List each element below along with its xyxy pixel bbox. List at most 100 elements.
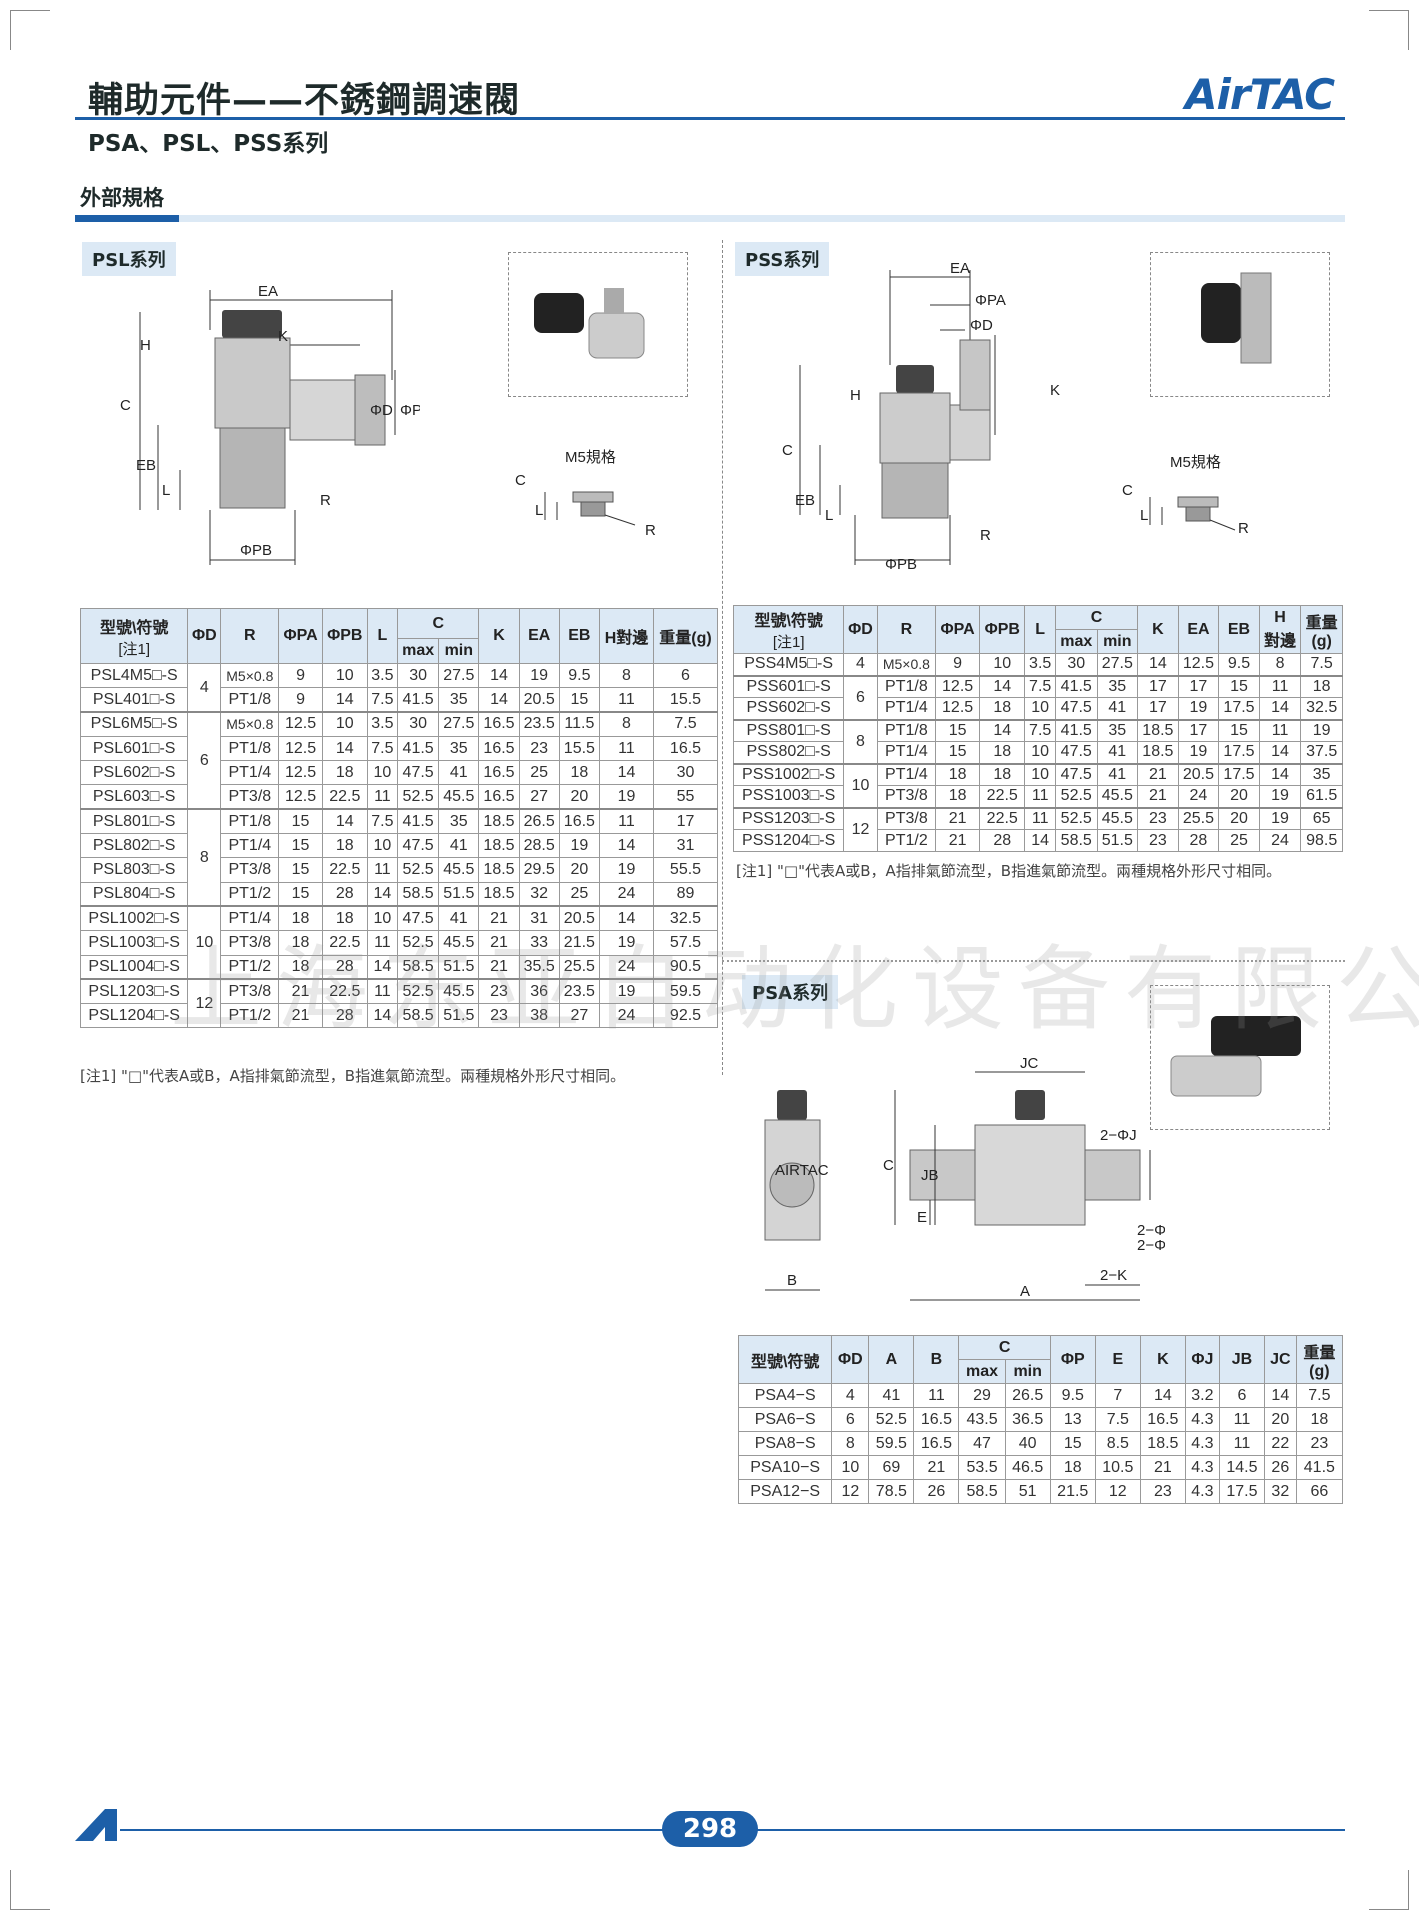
cell-value: 12 — [831, 1479, 870, 1504]
cell-value: 36.5 — [1004, 1407, 1051, 1432]
m5-r: R — [1238, 520, 1249, 537]
cell-value: 14 — [979, 674, 1026, 698]
cell-model: PSL801□-S — [79, 808, 189, 835]
cell-value: 18 — [321, 905, 368, 932]
cell-value: 20.5 — [1177, 762, 1220, 786]
cell-value: 15.5 — [652, 687, 719, 713]
cell-value: 9.5 — [1049, 1383, 1096, 1408]
cell-value: 18.5 — [1137, 741, 1179, 764]
cell-value: 17.5 — [1218, 1479, 1265, 1504]
cell-value: 21 — [1137, 762, 1179, 786]
cell-value: 21 — [935, 829, 981, 852]
cell-value: PT1/4 — [220, 905, 280, 932]
cell-value: 27.5 — [438, 711, 480, 737]
cell-value: 92.5 — [652, 1003, 719, 1029]
dim-pa: ΦPA — [975, 292, 1006, 309]
cell-value: 19 — [598, 857, 654, 883]
cell-model: PSL601□-S — [79, 735, 189, 762]
cell-value: PT1/8 — [220, 687, 280, 713]
cell-value: 21 — [478, 954, 520, 980]
dim-d: ΦD — [370, 402, 393, 419]
cell-value: 22.5 — [979, 806, 1026, 830]
cell-value: 41 — [1096, 697, 1139, 720]
cell-value: 4.3 — [1184, 1431, 1220, 1456]
cell-value: 41.5 — [397, 808, 440, 835]
cell-value: 16.5 — [478, 711, 520, 737]
cell-value: 25.5 — [558, 954, 600, 980]
col-pa: ΦPA — [278, 608, 323, 664]
cell-value: 14 — [1263, 1383, 1297, 1408]
cell-value: 21 — [1139, 1455, 1186, 1480]
cell-value: 17.5 — [1218, 741, 1260, 764]
cell-value: 20 — [1218, 806, 1260, 830]
cell-value: 32.5 — [1300, 697, 1343, 720]
cell-value: 21 — [1137, 785, 1179, 808]
cell-value: 18 — [558, 760, 600, 786]
cell-value: 45.5 — [1096, 785, 1139, 808]
cell-value: 13 — [1049, 1407, 1096, 1432]
cell-value: 20 — [558, 784, 600, 810]
cell-value: 21 — [935, 806, 981, 830]
cell-value: 8 — [598, 662, 654, 689]
cell-value: 41 — [438, 833, 480, 859]
cell-value: 19 — [518, 662, 560, 689]
cell-value: 19 — [1258, 785, 1302, 808]
col-r: R — [876, 605, 937, 654]
cell-value: 14 — [366, 1003, 399, 1029]
psl-dimension-drawing: EA K H C EB L R ΦPB ΦD ΦPA — [120, 283, 420, 565]
cell-value: 15.5 — [558, 735, 600, 762]
page-title: 輔助元件——不銹鋼調速閥 — [88, 81, 521, 121]
dim-k: K — [278, 328, 288, 345]
cell-value: 3.5 — [366, 662, 399, 689]
dim-d: ΦD — [970, 317, 993, 334]
cell-d: 12 — [187, 978, 222, 1029]
cell-value: 9 — [278, 687, 323, 713]
m5-l: L — [1140, 507, 1148, 524]
cell-value: PT1/8 — [876, 718, 937, 742]
cell-model: PSL1204□-S — [79, 1003, 189, 1029]
cell-value: 32 — [1263, 1479, 1297, 1504]
col-k: K — [1139, 1335, 1186, 1384]
cell-value: PT1/8 — [220, 735, 280, 762]
cell-value: 47.5 — [1054, 697, 1098, 720]
cell-value: 14 — [598, 833, 654, 859]
cell-value: PT1/4 — [876, 762, 937, 786]
cell-value: 18 — [979, 762, 1026, 786]
dim-jc: JC — [1020, 1055, 1039, 1072]
cell-value: 10 — [1024, 741, 1056, 764]
cell-value: 29 — [958, 1383, 1006, 1408]
cell-value: 23 — [478, 1003, 520, 1029]
cell-value: 24 — [1177, 785, 1220, 808]
cell-value: 31 — [518, 905, 560, 932]
cell-value: 18 — [278, 954, 323, 980]
cell-value: 22.5 — [321, 978, 368, 1005]
cell-value: 15 — [278, 857, 323, 883]
col-k: K — [1137, 605, 1179, 654]
cell-value: M5×0.8 — [220, 662, 280, 689]
cell-value: PT3/8 — [220, 978, 280, 1005]
cell-value: 16.5 — [913, 1407, 960, 1432]
cell-value: 14 — [478, 687, 520, 713]
cell-model: PSA8−S — [737, 1431, 833, 1456]
cell-value: 28.5 — [518, 833, 560, 859]
col-d: ΦD — [843, 605, 878, 654]
cell-value: 41 — [868, 1383, 915, 1408]
cell-value: 69 — [868, 1455, 915, 1480]
dim-d: 2−ΦD — [1137, 1222, 1165, 1239]
cell-model: PSL6M5□-S — [79, 711, 189, 737]
cell-value: 10 — [366, 760, 399, 786]
cell-value: 19 — [558, 833, 600, 859]
cell-value: 8 — [598, 711, 654, 737]
cell-model: PSL1004□-S — [79, 954, 189, 980]
pss-dimension-drawing: EA ΦPA ΦD K H C EB L R ΦPB — [782, 260, 1060, 573]
cell-value: PT3/8 — [876, 785, 937, 808]
cell-value: 18.5 — [1137, 718, 1179, 742]
cell-value: 22.5 — [321, 930, 368, 956]
page-subtitle: PSA、PSL、PSS系列 — [88, 131, 329, 157]
cell-value: 41 — [1096, 741, 1139, 764]
cell-value: 14 — [1258, 741, 1302, 764]
cell-value: 7.5 — [1024, 718, 1056, 742]
